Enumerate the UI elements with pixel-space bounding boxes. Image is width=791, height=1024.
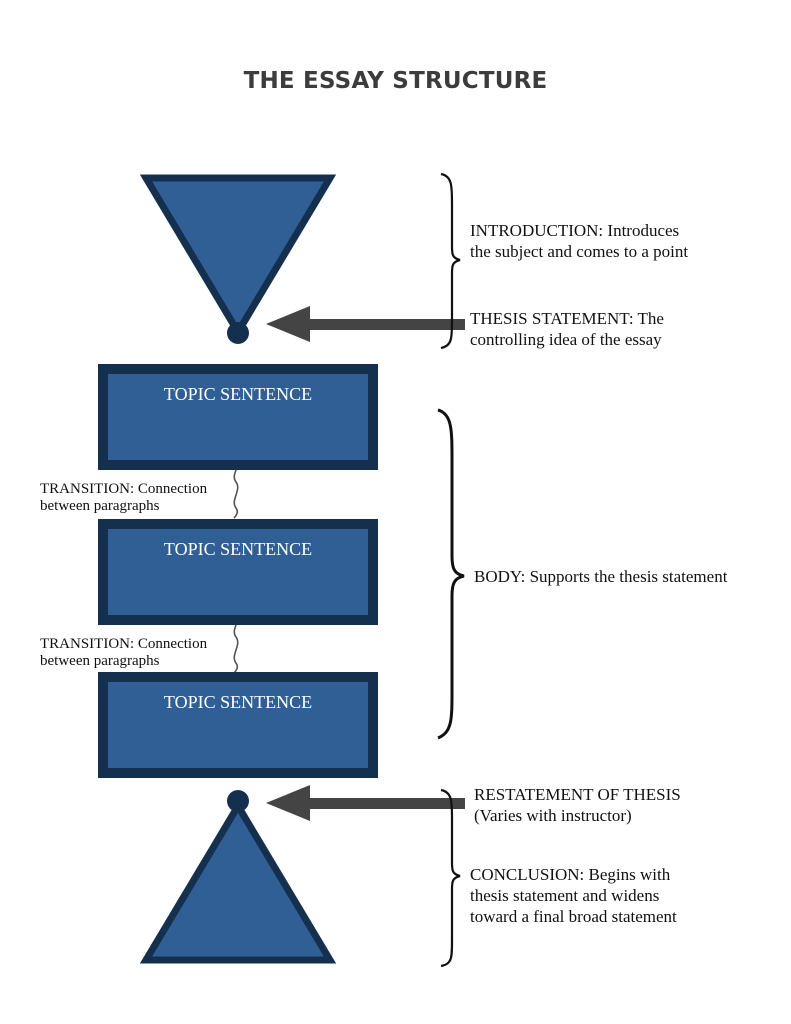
transition-squiggle-1 — [233, 457, 239, 519]
transition-squiggle-2 — [233, 612, 239, 674]
introduction-brace — [440, 172, 461, 350]
thesis-point — [227, 322, 249, 344]
conclusion-brace — [440, 788, 461, 968]
paragraph-box-1: TOPIC SENTENCE — [98, 364, 378, 470]
conclusion-label: CONCLUSION: Begins with thesis statement… — [470, 864, 677, 927]
introduction-funnel — [139, 174, 337, 339]
restatement-label-line2: (Varies with instructor) — [474, 806, 632, 825]
transition-label-1-line2: between paragraphs — [40, 498, 160, 514]
topic-sentence-label: TOPIC SENTENCE — [163, 384, 313, 404]
thesis-label: THESIS STATEMENT: The controlling idea o… — [470, 308, 664, 350]
introduction-label: INTRODUCTION: Introduces the subject and… — [470, 220, 688, 262]
paragraph-box-2: TOPIC SENTENCE — [98, 519, 378, 625]
body-label: BODY: Supports the thesis statement — [474, 567, 728, 586]
topic-sentence-label: TOPIC SENTENCE — [163, 692, 313, 712]
transition-label-1-line1: TRANSITION: Connection — [40, 481, 208, 497]
paragraph-box-3: TOPIC SENTENCE — [98, 672, 378, 778]
restatement-label: RESTATEMENT OF THESIS (Varies with instr… — [474, 784, 681, 826]
introduction-label-line1: INTRODUCTION: Introduces — [470, 221, 680, 240]
transition-label-2-line1: TRANSITION: Connection — [40, 636, 208, 652]
transition-label-1: TRANSITION: Connection between paragraph… — [40, 481, 207, 515]
topic-sentence-label: TOPIC SENTENCE — [163, 539, 313, 559]
body-brace — [437, 408, 465, 740]
restatement-point — [227, 790, 249, 812]
conclusion-label-line3: toward a final broad statement — [470, 907, 677, 926]
introduction-label-line2: the subject and comes to a point — [470, 242, 689, 261]
conclusion-label-line1: CONCLUSION: Begins with — [470, 865, 671, 884]
thesis-label-line2: controlling idea of the essay — [470, 330, 662, 349]
restatement-label-line1: RESTATEMENT OF THESIS — [474, 785, 681, 804]
conclusion-label-line2: thesis statement and widens — [470, 886, 660, 905]
diagram-title: THE ESSAY STRUCTURE — [243, 68, 548, 94]
transition-label-2: TRANSITION: Connection between paragraph… — [40, 636, 207, 670]
restatement-arrow — [266, 785, 465, 821]
conclusion-pyramid — [139, 799, 337, 964]
transition-label-2-line2: between paragraphs — [40, 653, 160, 669]
thesis-label-line1: THESIS STATEMENT: The — [470, 309, 664, 328]
thesis-arrow — [266, 306, 465, 342]
